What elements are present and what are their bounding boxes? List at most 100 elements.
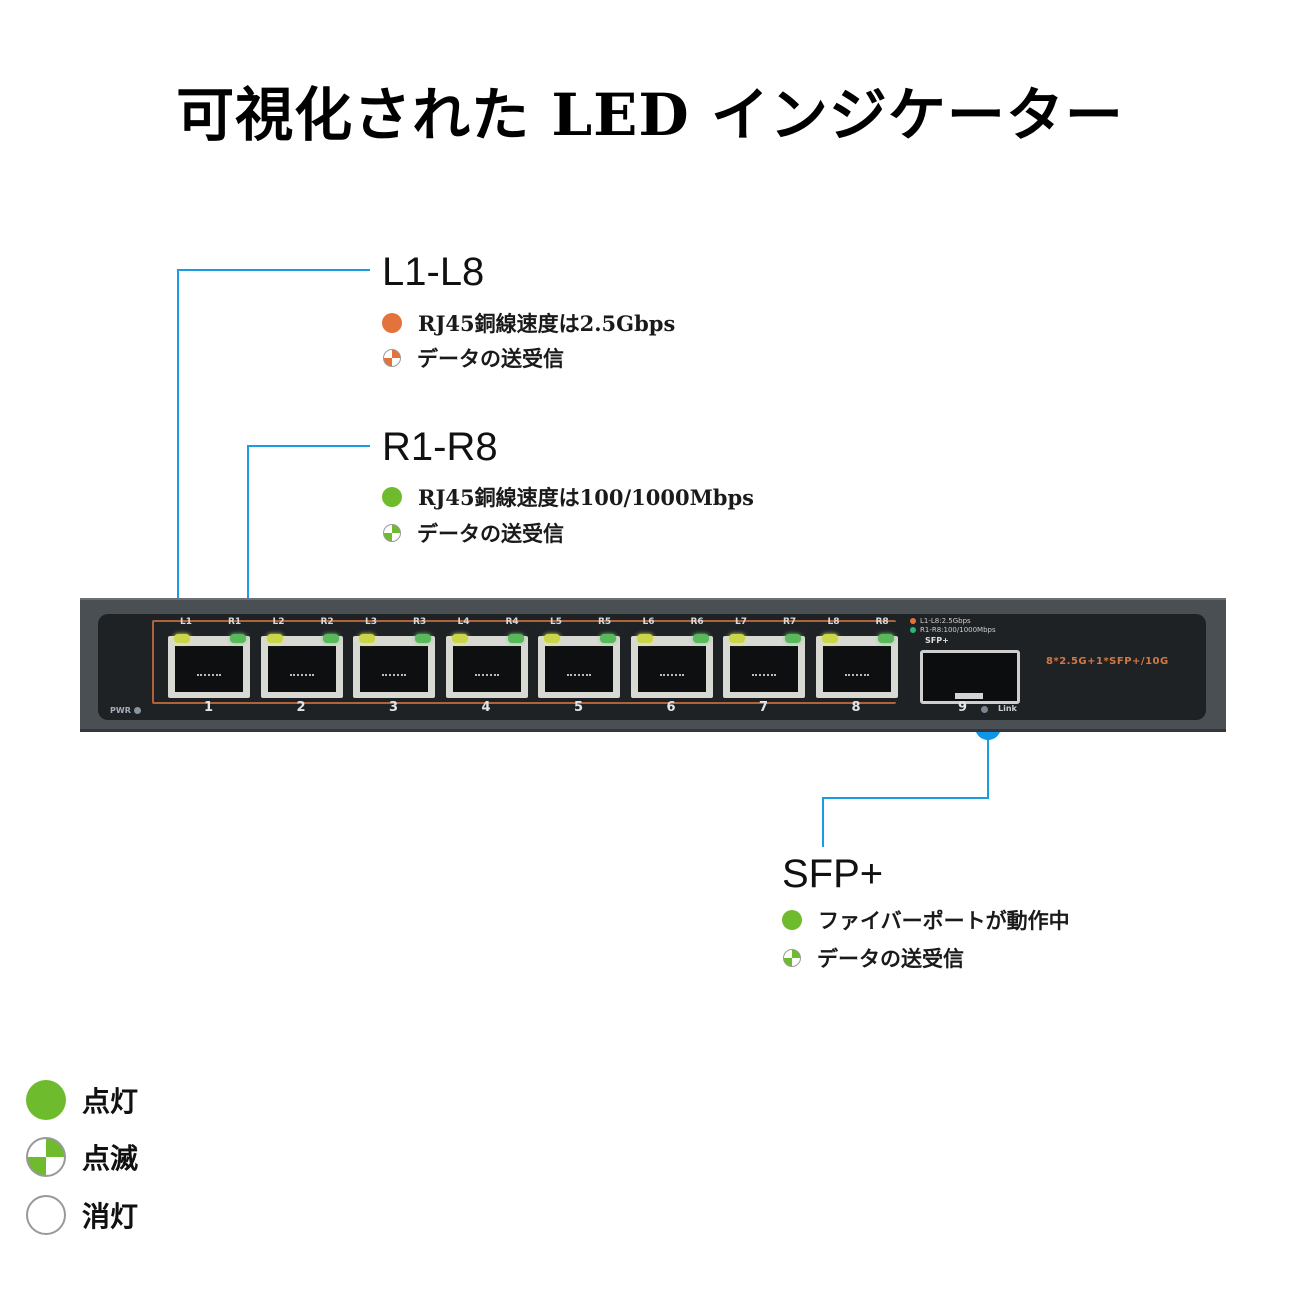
callout-l-heading: L1-L8	[382, 250, 485, 294]
power-led-icon	[133, 707, 141, 714]
callout-r-item-text: データの送受信	[417, 521, 564, 546]
key-label: 消灯	[82, 1200, 139, 1233]
key-row-on: 点灯	[26, 1080, 138, 1120]
orange-dot-icon	[910, 618, 916, 624]
port-pins	[382, 674, 406, 678]
page-title: 可視化された LED インジケーター	[176, 81, 1124, 149]
callout-r-item: データの送受信	[383, 518, 564, 548]
leader-sfp-vertical-bottom	[822, 797, 824, 847]
port-number: 7	[759, 700, 769, 715]
callout-sfp-item: データの送受信	[783, 943, 964, 973]
model-text: 8*2.5G+1*SFP+/10G	[1046, 656, 1169, 667]
led-right	[322, 634, 339, 643]
callout-sfp-item: ファイバーポートが動作中	[782, 905, 1070, 935]
sfp-latch	[955, 693, 983, 699]
rj45-port[interactable]	[538, 636, 620, 698]
callout-l-item-text: RJ45銅線速度は2.5Gbps	[418, 311, 676, 336]
sfp-port-number: 9	[958, 700, 968, 715]
port-socket	[267, 646, 336, 692]
port-socket	[822, 646, 891, 692]
port-pins	[567, 674, 591, 678]
leader-sfp-horizontal	[822, 797, 989, 799]
led-label-right: R3	[413, 617, 427, 627]
port-group-frame	[152, 620, 896, 704]
led-label-left: L4	[457, 617, 470, 627]
port-number: 5	[574, 700, 584, 715]
port-socket	[545, 646, 613, 692]
key-label: 点滅	[82, 1142, 139, 1175]
led-label-right: R1	[228, 617, 242, 627]
led-label-right: R2	[320, 617, 334, 627]
led-label-left: L1	[180, 617, 192, 627]
blinking-green-dot-icon	[783, 949, 801, 967]
port-pins	[752, 674, 776, 678]
led-label-left: L6	[642, 617, 655, 627]
key-row-off: 消灯	[26, 1195, 138, 1235]
callout-r-item: RJ45銅線速度は100/1000Mbps	[382, 482, 754, 512]
rj45-port[interactable]	[168, 636, 250, 698]
led-left	[544, 634, 560, 643]
port-pins	[197, 674, 221, 678]
led-left	[266, 634, 283, 643]
led-label-right: R5	[598, 617, 612, 627]
key-row-blink: 点滅	[26, 1137, 138, 1177]
leader-r-vertical	[247, 445, 249, 615]
callout-r-item-text: RJ45銅線速度は100/1000Mbps	[418, 485, 754, 510]
power-indicator-label: PWR	[110, 706, 141, 715]
callout-sfp-heading: SFP+	[782, 852, 884, 896]
port-socket	[360, 646, 428, 692]
key-label: 点灯	[82, 1085, 139, 1118]
leader-l-vertical	[177, 269, 179, 614]
led-label-right: R7	[783, 617, 797, 627]
port-pins	[474, 674, 499, 678]
sfp-plus-port[interactable]	[920, 650, 1020, 704]
leader-r-horizontal	[247, 445, 370, 447]
port-socket	[730, 646, 798, 692]
led-label-left: L5	[550, 617, 562, 627]
port-number: 4	[481, 700, 491, 715]
blinking-green-dot-icon	[383, 524, 401, 542]
led-left	[359, 634, 375, 643]
callout-r-heading: R1-R8	[382, 425, 498, 469]
port-pins	[289, 674, 314, 678]
port-number: 3	[389, 700, 399, 715]
solid-green-dot-icon	[382, 487, 402, 507]
solid-green-dot-icon	[782, 910, 802, 930]
port-socket	[175, 646, 243, 692]
callout-sfp-item-text: データの送受信	[817, 946, 964, 971]
port-number: 8	[851, 700, 861, 715]
led-right	[600, 634, 616, 643]
rj45-port[interactable]	[815, 636, 898, 698]
callout-sfp-item-text: ファイバーポートが動作中	[818, 908, 1070, 933]
green-dot-icon	[910, 627, 916, 633]
led-left	[821, 634, 838, 643]
led-label-right: R4	[505, 617, 519, 627]
callout-l-item: データの送受信	[383, 343, 564, 373]
rj45-port[interactable]	[445, 636, 528, 698]
panel-legend-l: L1-L8:2.5Gbps	[910, 617, 971, 625]
rj45-port[interactable]	[723, 636, 805, 698]
leader-sfp-vertical-top	[987, 728, 989, 798]
led-left	[451, 634, 468, 643]
rj45-port[interactable]	[260, 636, 343, 698]
leader-l-horizontal	[177, 269, 370, 271]
solid-orange-dot-icon	[382, 313, 402, 333]
led-right	[507, 634, 524, 643]
led-right	[230, 634, 246, 643]
blinking-orange-dot-icon	[383, 349, 401, 367]
led-right	[692, 634, 709, 643]
led-left	[636, 634, 653, 643]
led-off-icon	[26, 1195, 66, 1235]
link-led-icon	[981, 706, 988, 713]
port-pins	[659, 674, 684, 678]
rj45-port[interactable]	[630, 636, 713, 698]
led-right	[785, 634, 801, 643]
callout-l-item: RJ45銅線速度は2.5Gbps	[382, 308, 675, 338]
sfp-port-label: SFP+	[925, 636, 949, 645]
led-left	[174, 634, 190, 643]
rj45-port[interactable]	[353, 636, 435, 698]
link-label: Link	[998, 704, 1017, 713]
led-label-left: L3	[365, 617, 377, 627]
led-right	[415, 634, 431, 643]
